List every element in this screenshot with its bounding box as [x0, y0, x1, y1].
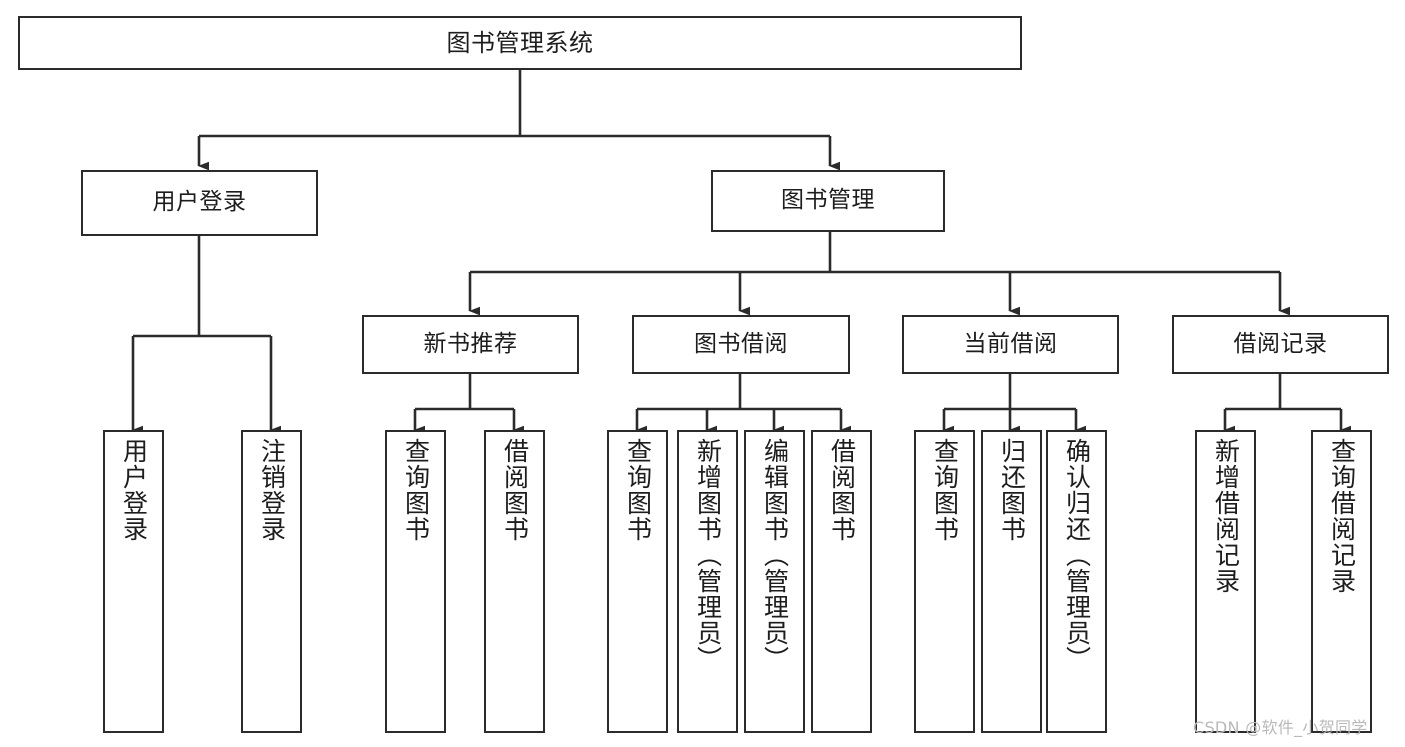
node-label: 编辑图书（管理员）	[760, 438, 790, 672]
node-label: 查询图书	[623, 438, 653, 542]
node-current-borrow[interactable]: 当前借阅	[902, 315, 1119, 374]
node-label: 注销登录	[257, 438, 287, 542]
node-label: 当前借阅	[963, 330, 1058, 357]
leaf-borrow-borrow-book[interactable]: 借阅图书	[811, 430, 872, 733]
node-label: 用户登录	[119, 438, 149, 542]
leaf-borrow-edit-book-admin[interactable]: 编辑图书（管理员）	[744, 430, 805, 733]
node-label: 确认归还（管理员）	[1062, 438, 1092, 672]
node-label: 图书管理	[781, 187, 875, 214]
node-label: 用户登录	[152, 189, 247, 216]
leaf-borrow-add-book-admin[interactable]: 新增图书（管理员）	[677, 430, 738, 733]
node-label: 查询图书	[401, 438, 431, 542]
node-root-book-management-system[interactable]: 图书管理系统	[18, 16, 1022, 70]
leaf-current-query-book[interactable]: 查询图书	[914, 430, 975, 733]
node-book-management[interactable]: 图书管理	[711, 170, 945, 232]
node-new-book-recommend[interactable]: 新书推荐	[362, 315, 579, 374]
node-label: 查询图书	[930, 438, 960, 542]
node-book-borrow[interactable]: 图书借阅	[632, 315, 850, 374]
node-user-login[interactable]: 用户登录	[81, 170, 318, 236]
node-label: 图书管理系统	[446, 28, 594, 57]
node-label: 新增图书（管理员）	[693, 438, 723, 672]
node-label: 借阅记录	[1233, 330, 1328, 357]
leaf-recommend-borrow-book[interactable]: 借阅图书	[484, 430, 545, 733]
csdn-watermark: CSDN @软件_小贺同学	[1193, 718, 1368, 737]
node-label: 借阅图书	[500, 438, 530, 542]
node-label: 图书借阅	[694, 330, 788, 357]
leaf-current-confirm-return-admin[interactable]: 确认归还（管理员）	[1046, 430, 1107, 733]
node-label: 借阅图书	[827, 438, 857, 542]
leaf-logout[interactable]: 注销登录	[241, 430, 302, 733]
leaf-recommend-query-book[interactable]: 查询图书	[385, 430, 446, 733]
node-label: 查询借阅记录	[1327, 438, 1357, 594]
node-label: 新书推荐	[423, 330, 518, 357]
leaf-record-query-borrow-record[interactable]: 查询借阅记录	[1311, 430, 1372, 733]
leaf-borrow-query-book[interactable]: 查询图书	[607, 430, 668, 733]
leaf-current-return-book[interactable]: 归还图书	[981, 430, 1042, 733]
node-label: 新增借阅记录	[1211, 438, 1241, 594]
node-label: 归还图书	[997, 438, 1027, 542]
leaf-record-add-borrow-record[interactable]: 新增借阅记录	[1195, 430, 1256, 733]
leaf-user-login[interactable]: 用户登录	[103, 430, 164, 733]
node-borrow-record[interactable]: 借阅记录	[1172, 315, 1389, 374]
